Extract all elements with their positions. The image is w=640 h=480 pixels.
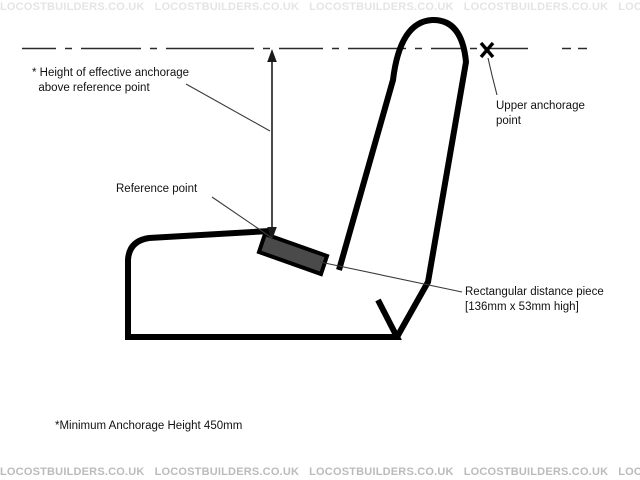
leader-height-label-group [185, 83, 271, 132]
leader-line-distance-piece [319, 261, 463, 293]
watermark-text: LOCOSTBUILDERS.CO.UK [463, 1, 609, 13]
label-upper-anchorage-point: Upper anchorage point [496, 100, 585, 127]
watermark-text: LOCOSTBUILDERS.CO.UK [309, 466, 454, 478]
watermark-text: LOCOSTBUILDERS.CO.UK [463, 466, 609, 478]
seat-outline-group [125, 16, 469, 340]
watermark-text: LOCOSTBUILDERS.CO.UK [618, 466, 640, 478]
leader-line-height-label [185, 83, 271, 132]
seat-base-left-and-bottom [125, 260, 402, 340]
height-dimension-arrowhead-up [267, 49, 277, 62]
leader-upper-anchorage-group [487, 57, 498, 96]
label-rectangular-distance-piece: Rectangular distance piece [136mm x 53mm… [465, 286, 604, 313]
leader-line-reference-point [211, 196, 273, 239]
seat-backrest-outline [336, 16, 469, 339]
watermark-text: LOCOSTBUILDERS.CO.UK [309, 1, 454, 13]
watermark-text: LOCOSTBUILDERS.CO.UK [618, 1, 640, 13]
height-dimension-arrowhead-down [267, 227, 277, 240]
seat-base-top-front-curve [125, 228, 273, 263]
label-height-of-effective-anchorage: * Height of effective anchorage above re… [32, 67, 190, 94]
leader-line-upper-anchorage [487, 57, 498, 96]
watermark-text: LOCOSTBUILDERS.CO.UK [0, 1, 145, 13]
watermark-bottom: LOCOSTBUILDERS.CO.UK LOCOSTBUILDERS.CO.UK… [0, 465, 640, 479]
upper-anchorage-x-stroke-b [479, 41, 495, 59]
watermark-top: LOCOSTBUILDERS.CO.UK LOCOSTBUILDERS.CO.UK… [0, 0, 640, 14]
watermark-text: LOCOSTBUILDERS.CO.UK [154, 466, 300, 478]
watermark-text: LOCOSTBUILDERS.CO.UK [0, 466, 145, 478]
upper-anchorage-point-marker-group [479, 41, 495, 59]
rectangular-distance-piece-group [256, 231, 330, 277]
height-dimension-arrow-group [267, 49, 277, 240]
watermark-text: LOCOSTBUILDERS.CO.UK [154, 1, 300, 13]
leader-distance-piece-group [319, 261, 463, 293]
leader-reference-point-group [211, 196, 273, 239]
label-reference-point: Reference point [116, 183, 198, 195]
label-minimum-anchorage-height: *Minimum Anchorage Height 450mm [55, 420, 243, 432]
rectangular-distance-piece-block [256, 231, 330, 277]
